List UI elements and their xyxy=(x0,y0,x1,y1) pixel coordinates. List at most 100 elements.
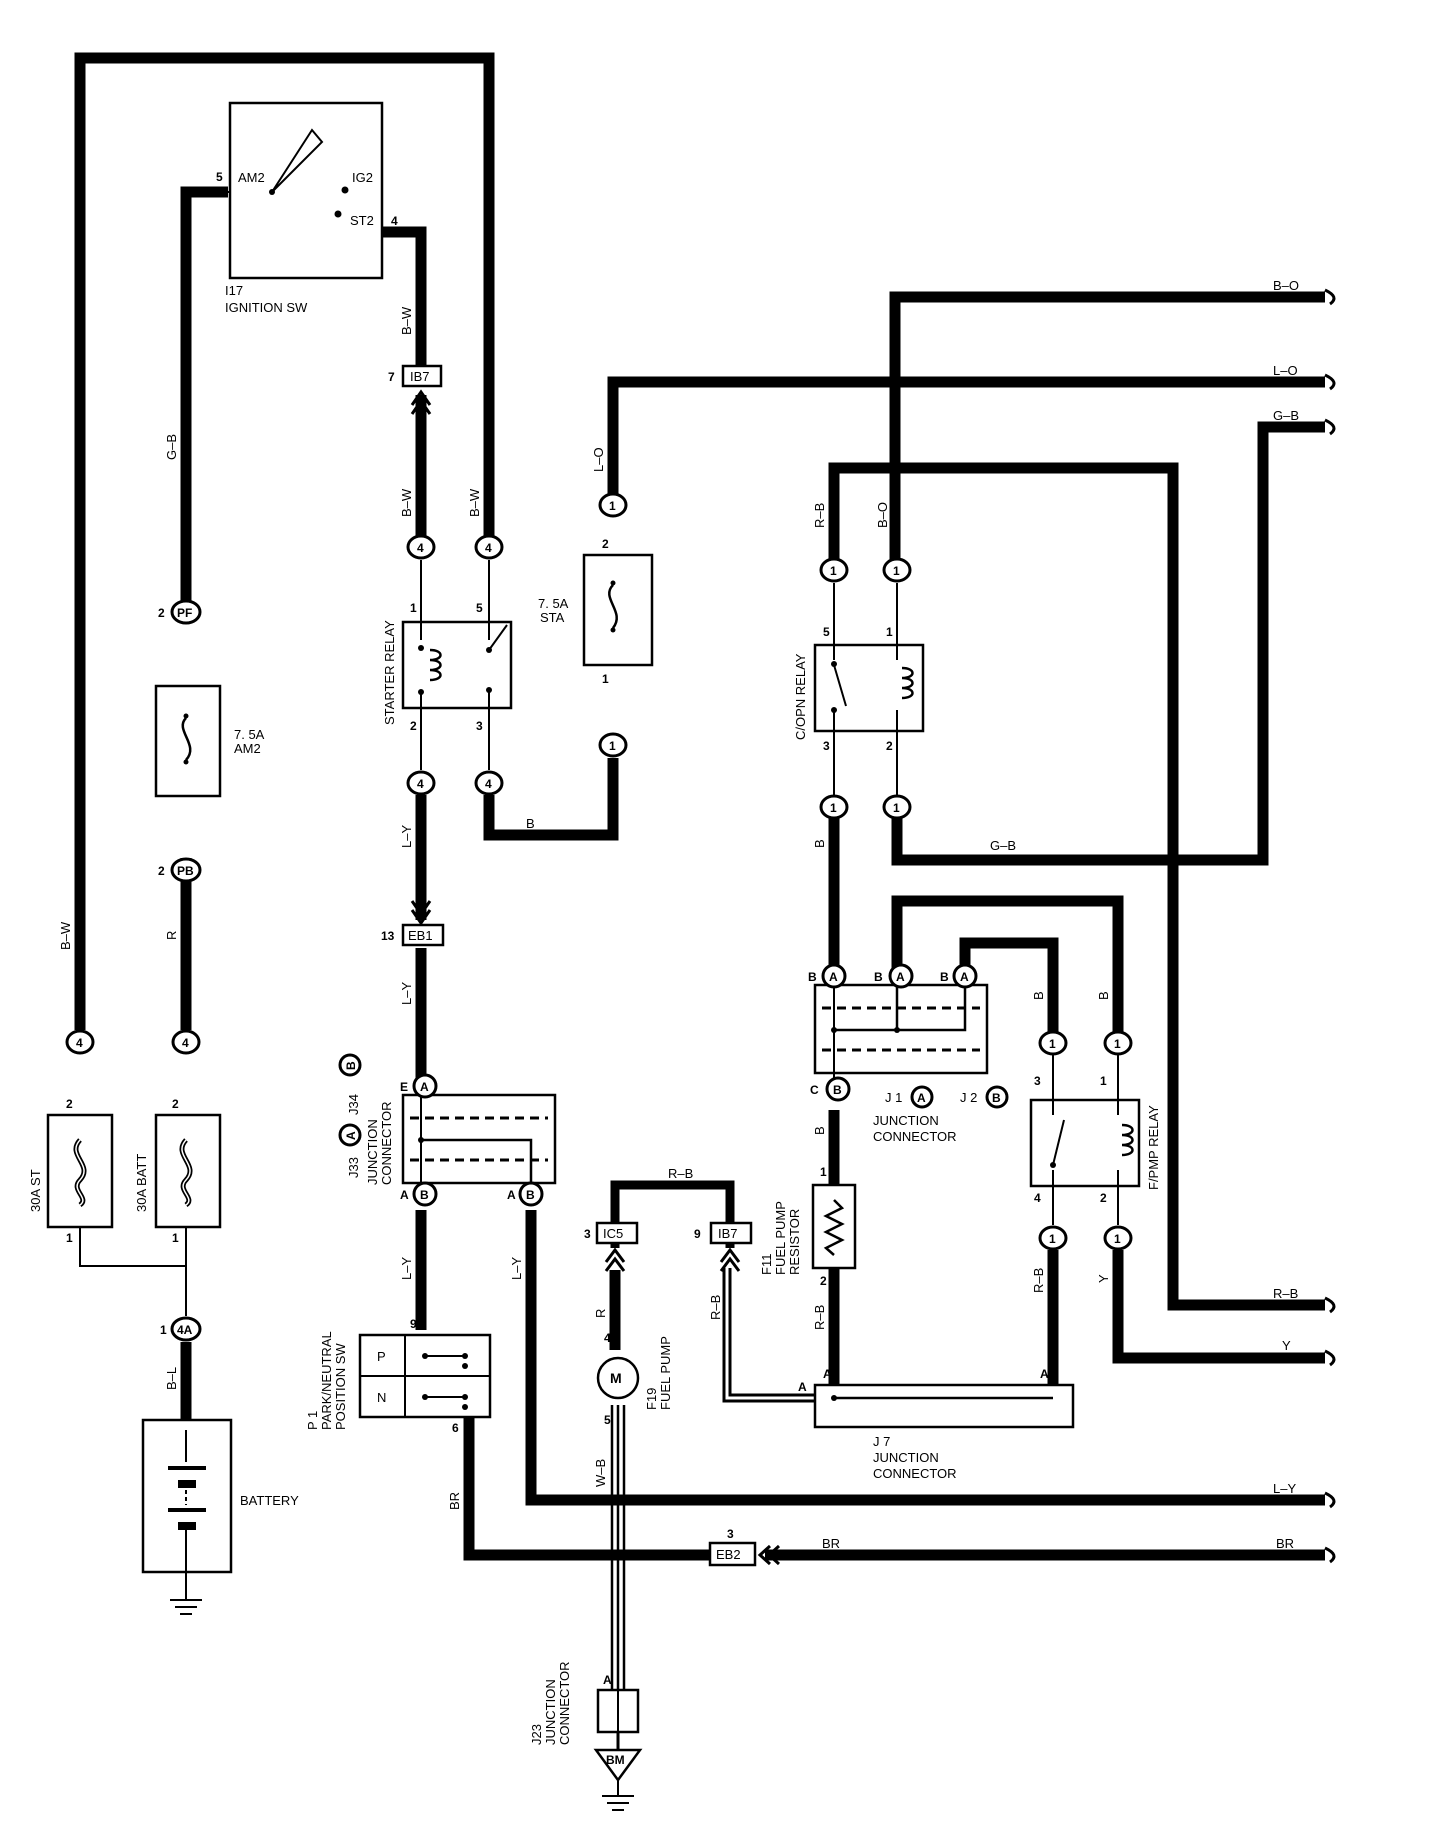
wire-label-lo-bus: L–O xyxy=(1273,363,1298,378)
svg-text:RESISTOR: RESISTOR xyxy=(787,1209,802,1275)
fuel-pump-resistor: 1 2 F11 FUEL PUMP RESISTOR xyxy=(759,1165,857,1288)
svg-text:1: 1 xyxy=(172,1231,179,1245)
svg-text:JUNCTION: JUNCTION xyxy=(543,1679,558,1745)
svg-text:2: 2 xyxy=(410,719,417,733)
junction-j1-j2: A B A B A B B C J 1 A J 2 B JUNCTION CON… xyxy=(808,963,1009,1144)
wire-label-gb-bus: G–B xyxy=(1273,408,1299,423)
starter-relay: 1 5 2 3 STARTER RELAY xyxy=(382,560,513,770)
svg-text:A: A xyxy=(344,1131,358,1140)
connector-pb: PB 2 xyxy=(158,857,202,883)
svg-text:1: 1 xyxy=(609,499,616,513)
svg-text:PARK/NEUTRAL: PARK/NEUTRAL xyxy=(319,1331,334,1430)
connector-one-fpmp-4: 1 xyxy=(1038,1225,1068,1251)
svg-text:1: 1 xyxy=(886,625,893,639)
wire-label-b-copn: B xyxy=(812,839,827,848)
junction-j33-j34: A E B A B A J33 A J34 B JUNCTION CONNECT… xyxy=(338,1053,557,1207)
wire-label-br-bus-mid: BR xyxy=(822,1536,840,1551)
pin-st2-number: 4 xyxy=(391,214,398,228)
fusible-link-st: 2 1 30A ST xyxy=(28,1097,114,1245)
svg-text:6: 6 xyxy=(452,1421,459,1435)
svg-text:1: 1 xyxy=(66,1231,73,1245)
connector-four-starter-1: 4 xyxy=(406,534,436,560)
svg-text:FUEL PUMP: FUEL PUMP xyxy=(773,1201,788,1275)
pin-ig2-label: IG2 xyxy=(352,170,373,185)
svg-text:3: 3 xyxy=(1034,1074,1041,1088)
connector-one-sta-bottom: 1 xyxy=(598,732,628,758)
wire-label-rb-ib7: R–B xyxy=(708,1295,723,1320)
wire-label-rb-res: R–B xyxy=(812,1305,827,1330)
connector-4a: 4A 1 xyxy=(160,1316,202,1342)
connector-four-starter-2: 4 xyxy=(406,770,436,796)
svg-text:J23: J23 xyxy=(529,1724,544,1745)
pin-st2-label: ST2 xyxy=(350,213,374,228)
connector-ic5: IC5 3 xyxy=(584,1221,639,1272)
svg-text:A: A xyxy=(896,970,905,984)
wire-label-br-pn: BR xyxy=(447,1492,462,1510)
svg-text:FUEL PUMP: FUEL PUMP xyxy=(658,1336,673,1410)
svg-text:1: 1 xyxy=(1100,1074,1107,1088)
svg-text:30A BATT: 30A BATT xyxy=(134,1154,149,1212)
svg-text:2: 2 xyxy=(66,1097,73,1111)
svg-text:3: 3 xyxy=(584,1227,591,1241)
connector-eb2: EB2 3 xyxy=(708,1527,781,1567)
svg-text:CONNECTOR: CONNECTOR xyxy=(873,1129,957,1144)
svg-text:A: A xyxy=(829,970,838,984)
svg-text:A: A xyxy=(603,1673,612,1687)
svg-text:A: A xyxy=(420,1080,429,1094)
wire-label-ly-bus: L–Y xyxy=(1273,1481,1296,1496)
connector-four-starter-5: 4 xyxy=(474,534,504,560)
connector-one-copn-1: 1 xyxy=(882,557,912,583)
connector-one-copn-5: 1 xyxy=(819,557,849,583)
svg-text:B: B xyxy=(808,970,817,984)
svg-text:4A: 4A xyxy=(177,1323,193,1337)
svg-text:4: 4 xyxy=(485,777,492,791)
svg-text:P 1: P 1 xyxy=(305,1411,320,1430)
svg-text:F11: F11 xyxy=(759,1254,774,1275)
svg-text:4: 4 xyxy=(417,777,424,791)
wire-label-y-bus: Y xyxy=(1282,1338,1291,1353)
svg-text:E: E xyxy=(400,1080,408,1094)
wire-label-y-fpmp: Y xyxy=(1096,1274,1111,1283)
svg-text:1: 1 xyxy=(609,739,616,753)
svg-text:JUNCTION: JUNCTION xyxy=(873,1450,939,1465)
svg-text:3: 3 xyxy=(727,1527,734,1541)
svg-text:5: 5 xyxy=(476,601,483,615)
svg-text:B: B xyxy=(874,970,883,984)
copn-relay: 5 1 3 2 C/OPN RELAY xyxy=(793,583,925,795)
svg-text:IC5: IC5 xyxy=(603,1226,623,1241)
svg-text:C: C xyxy=(810,1083,819,1097)
svg-text:1: 1 xyxy=(830,801,837,815)
wire-label-gb: G–B xyxy=(164,434,179,460)
svg-text:B: B xyxy=(344,1061,358,1070)
wire-label-br-bus: BR xyxy=(1276,1536,1294,1551)
svg-text:PB: PB xyxy=(177,864,194,878)
svg-text:4: 4 xyxy=(485,541,492,555)
wire-label-bw-relay5: B–W xyxy=(467,488,482,517)
fpmp-relay: 3 1 4 2 F/PMP RELAY xyxy=(1029,1055,1161,1225)
svg-text:IB7: IB7 xyxy=(718,1226,738,1241)
svg-text:A: A xyxy=(1040,1367,1049,1381)
svg-text:2: 2 xyxy=(820,1274,827,1288)
connector-one-fpmp-1: 1 xyxy=(1103,1030,1133,1056)
svg-text:4: 4 xyxy=(604,1331,611,1345)
connector-ib7-upper: IB7 7 xyxy=(388,364,443,415)
svg-text:1: 1 xyxy=(893,564,900,578)
svg-text:A: A xyxy=(823,1367,832,1381)
svg-text:1: 1 xyxy=(1114,1232,1121,1246)
svg-text:2: 2 xyxy=(602,537,609,551)
wire-label-bw-st2: B–W xyxy=(399,306,414,335)
connector-one-sta-top: 1 xyxy=(598,492,628,518)
wire-label-lo: L–O xyxy=(591,447,606,472)
svg-text:3: 3 xyxy=(476,719,483,733)
svg-text:B: B xyxy=(940,970,949,984)
pin-am2-label: AM2 xyxy=(238,170,265,185)
wire-labels: B–W G–B R B–L B–W B–W B–W L–Y L–Y L–Y L–… xyxy=(58,278,1299,1551)
svg-text:4: 4 xyxy=(1034,1191,1041,1205)
ignition-sw-id: I17 xyxy=(225,283,243,298)
wire-label-rb-copn: R–B xyxy=(812,503,827,528)
ignition-switch: 5 AM2 IG2 ST2 4 I17 IGNITION SW xyxy=(216,101,398,315)
wire-label-b-fpmp3: B xyxy=(1031,991,1046,1000)
wire-label-b-sta: B xyxy=(526,816,535,831)
svg-text:30A ST: 30A ST xyxy=(28,1169,43,1212)
